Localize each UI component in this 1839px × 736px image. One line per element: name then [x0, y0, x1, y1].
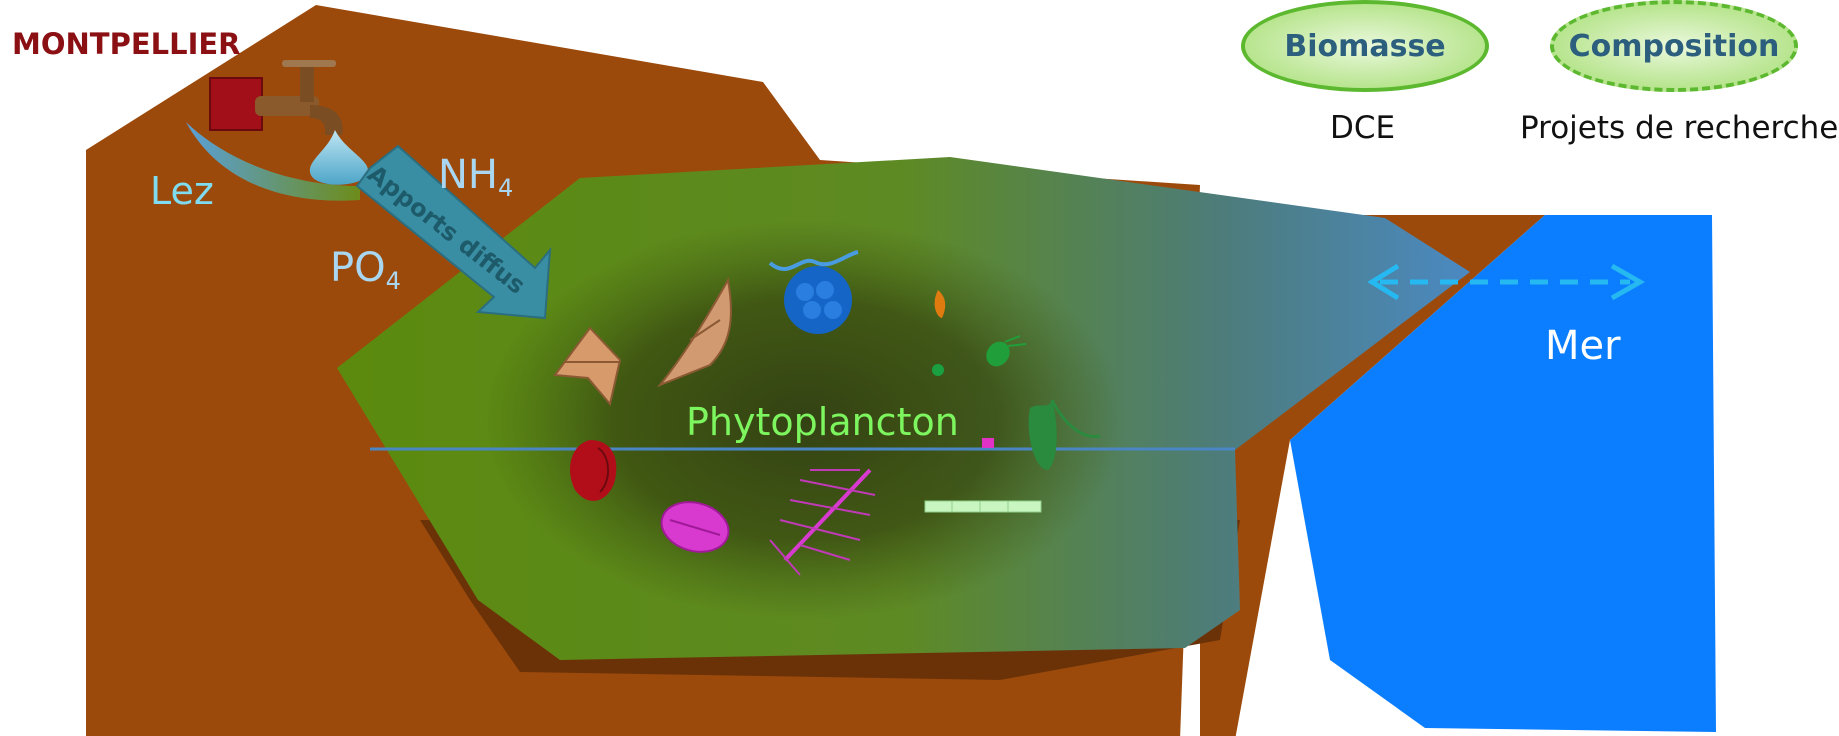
po4-label: PO4 [330, 248, 401, 293]
river-label: Lez [150, 172, 214, 210]
small-pink-cell-icon [982, 438, 994, 448]
city-square [210, 78, 262, 130]
po-subscript: 4 [386, 267, 401, 295]
nh-text: NH [438, 152, 498, 198]
sea-label: Mer [1545, 326, 1621, 366]
po-text: PO [330, 245, 386, 291]
filament-icon [925, 501, 1041, 512]
small-green-cell-icon [932, 364, 944, 376]
nh-subscript: 4 [498, 174, 513, 202]
phytoplankton-label: Phytoplancton [686, 403, 959, 441]
nh4-label: NH4 [438, 155, 513, 200]
red-cell-icon [570, 440, 616, 501]
composition-badge: Composition [1550, 0, 1798, 92]
biomass-badge: Biomasse [1241, 0, 1489, 92]
research-caption: Projets de recherche [1520, 110, 1838, 146]
city-label: MONTPELLIER [12, 30, 241, 59]
dce-caption: DCE [1330, 110, 1395, 146]
